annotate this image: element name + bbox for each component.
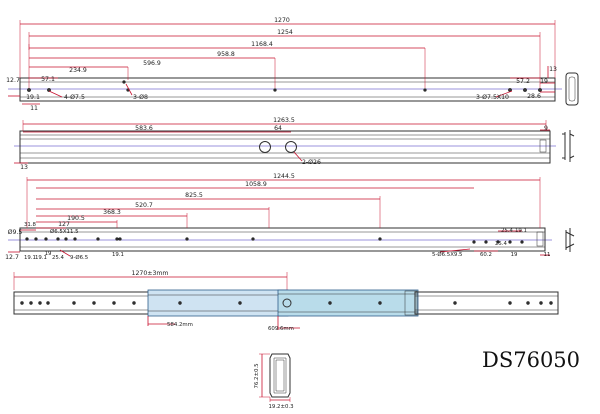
view-2-middle-rail: 1263.5 583.6 64 9 13 2-Ø26	[14, 117, 575, 171]
v3-dim-520-7: 520.7	[135, 202, 153, 209]
v2-dim-13: 13	[20, 164, 28, 171]
v4-dim-609-6: 609.6mm	[268, 326, 294, 332]
profile-width: 19.2±0.3	[268, 404, 293, 410]
v1-dim-596-9: 596.9	[143, 60, 161, 67]
v4-dim-584-2: 584.2mm	[167, 322, 193, 328]
v1-dim-12-7: 12.7	[6, 77, 20, 84]
v3-dim-25-4-b: 25.4	[501, 228, 514, 234]
v3-dim-1058-9: 1058.9	[245, 181, 267, 188]
v3-dim-dia-9-5: Ø9.5	[8, 228, 23, 236]
v1-dim-958-8: 958.8	[217, 51, 235, 58]
v3-dim-127: 127	[58, 221, 70, 228]
v3-dim-1244-5: 1244.5	[273, 173, 295, 180]
v1-dim-13: 13	[549, 66, 557, 73]
v1-callout-slots: 3-Ø7.5X10	[476, 93, 509, 101]
v2-dim-583-6: 583.6	[135, 125, 153, 132]
v3-dim-190-5: 190.5	[67, 215, 85, 222]
profile-height: 76.2±0.5	[254, 363, 260, 388]
v1-callout-3-holes: 3-Ø8	[133, 93, 148, 101]
v3-dim-31-8: 31.8	[24, 222, 37, 228]
v3-dim-19-1-a: 19.1	[24, 255, 36, 261]
v4-dim-total: 1270±3mm	[132, 270, 169, 277]
model-number: DS76050	[482, 348, 580, 372]
v2-dim-1263-5: 1263.5	[273, 117, 295, 124]
v3-dim-19: 19	[45, 251, 52, 257]
v1-dim-234-9: 234.9	[69, 67, 87, 74]
v3-callout-slot-small: Ø6.5X11.5	[50, 228, 79, 235]
v3-dim-19-1-c: 19.1	[515, 228, 527, 234]
v1-dim-1168-4: 1168.4	[251, 41, 273, 48]
v1-dim-1254: 1254	[277, 29, 293, 36]
view-1-top-rail: 1270 1254 1168.4 958.8 596.9 234.9 57.1 …	[6, 17, 579, 112]
v1-dim-57-1: 57.1	[41, 76, 55, 83]
v3-dim-19-1-b: 19.1	[35, 255, 47, 261]
v3-callout-5-slots: 5-Ø6.5X9.5	[432, 251, 462, 258]
v3-dim-60-2: 60.2	[480, 252, 492, 258]
v3-dim-25-4-c: 25.4	[495, 241, 508, 247]
v3-dim-25-4-a: 25.4	[52, 255, 65, 261]
v2-callout-2-holes: 2-Ø26	[302, 158, 321, 166]
cross-section-profile: 76.2±0.5 19.2±0.3	[254, 353, 294, 410]
view-4-extended-assembly: 1270±3mm 584.2mm	[13, 270, 559, 332]
v3-dim-368-3: 368.3	[103, 209, 121, 216]
v3-dim-19-end: 19	[511, 252, 518, 258]
v2-dim-64: 64	[274, 125, 282, 132]
v3-dim-11: 11	[544, 252, 551, 258]
v1-dim-19-1: 19.1	[26, 94, 40, 101]
v1-dim-57-2: 57.2	[516, 78, 530, 85]
v3-dim-12-7: 12.7	[5, 254, 19, 261]
v3-dim-825-5: 825.5	[185, 192, 203, 199]
v3-dim-19-1-d: 19.1	[112, 252, 124, 258]
v2-dim-9: 9	[544, 125, 548, 132]
v1-dim-11: 11	[30, 105, 38, 112]
v1-dim-1270: 1270	[274, 17, 290, 24]
view-3-inner-rail: 1244.5 1058.9 825.5 520.7 368.3 190.5 12…	[5, 173, 575, 261]
v1-dim-19: 19	[540, 78, 548, 85]
v1-dim-28-6: 28.6	[527, 93, 541, 100]
v3-callout-9-holes: 9-Ø6.5	[70, 254, 88, 261]
v1-callout-4-holes: 4-Ø7.5	[64, 93, 85, 101]
